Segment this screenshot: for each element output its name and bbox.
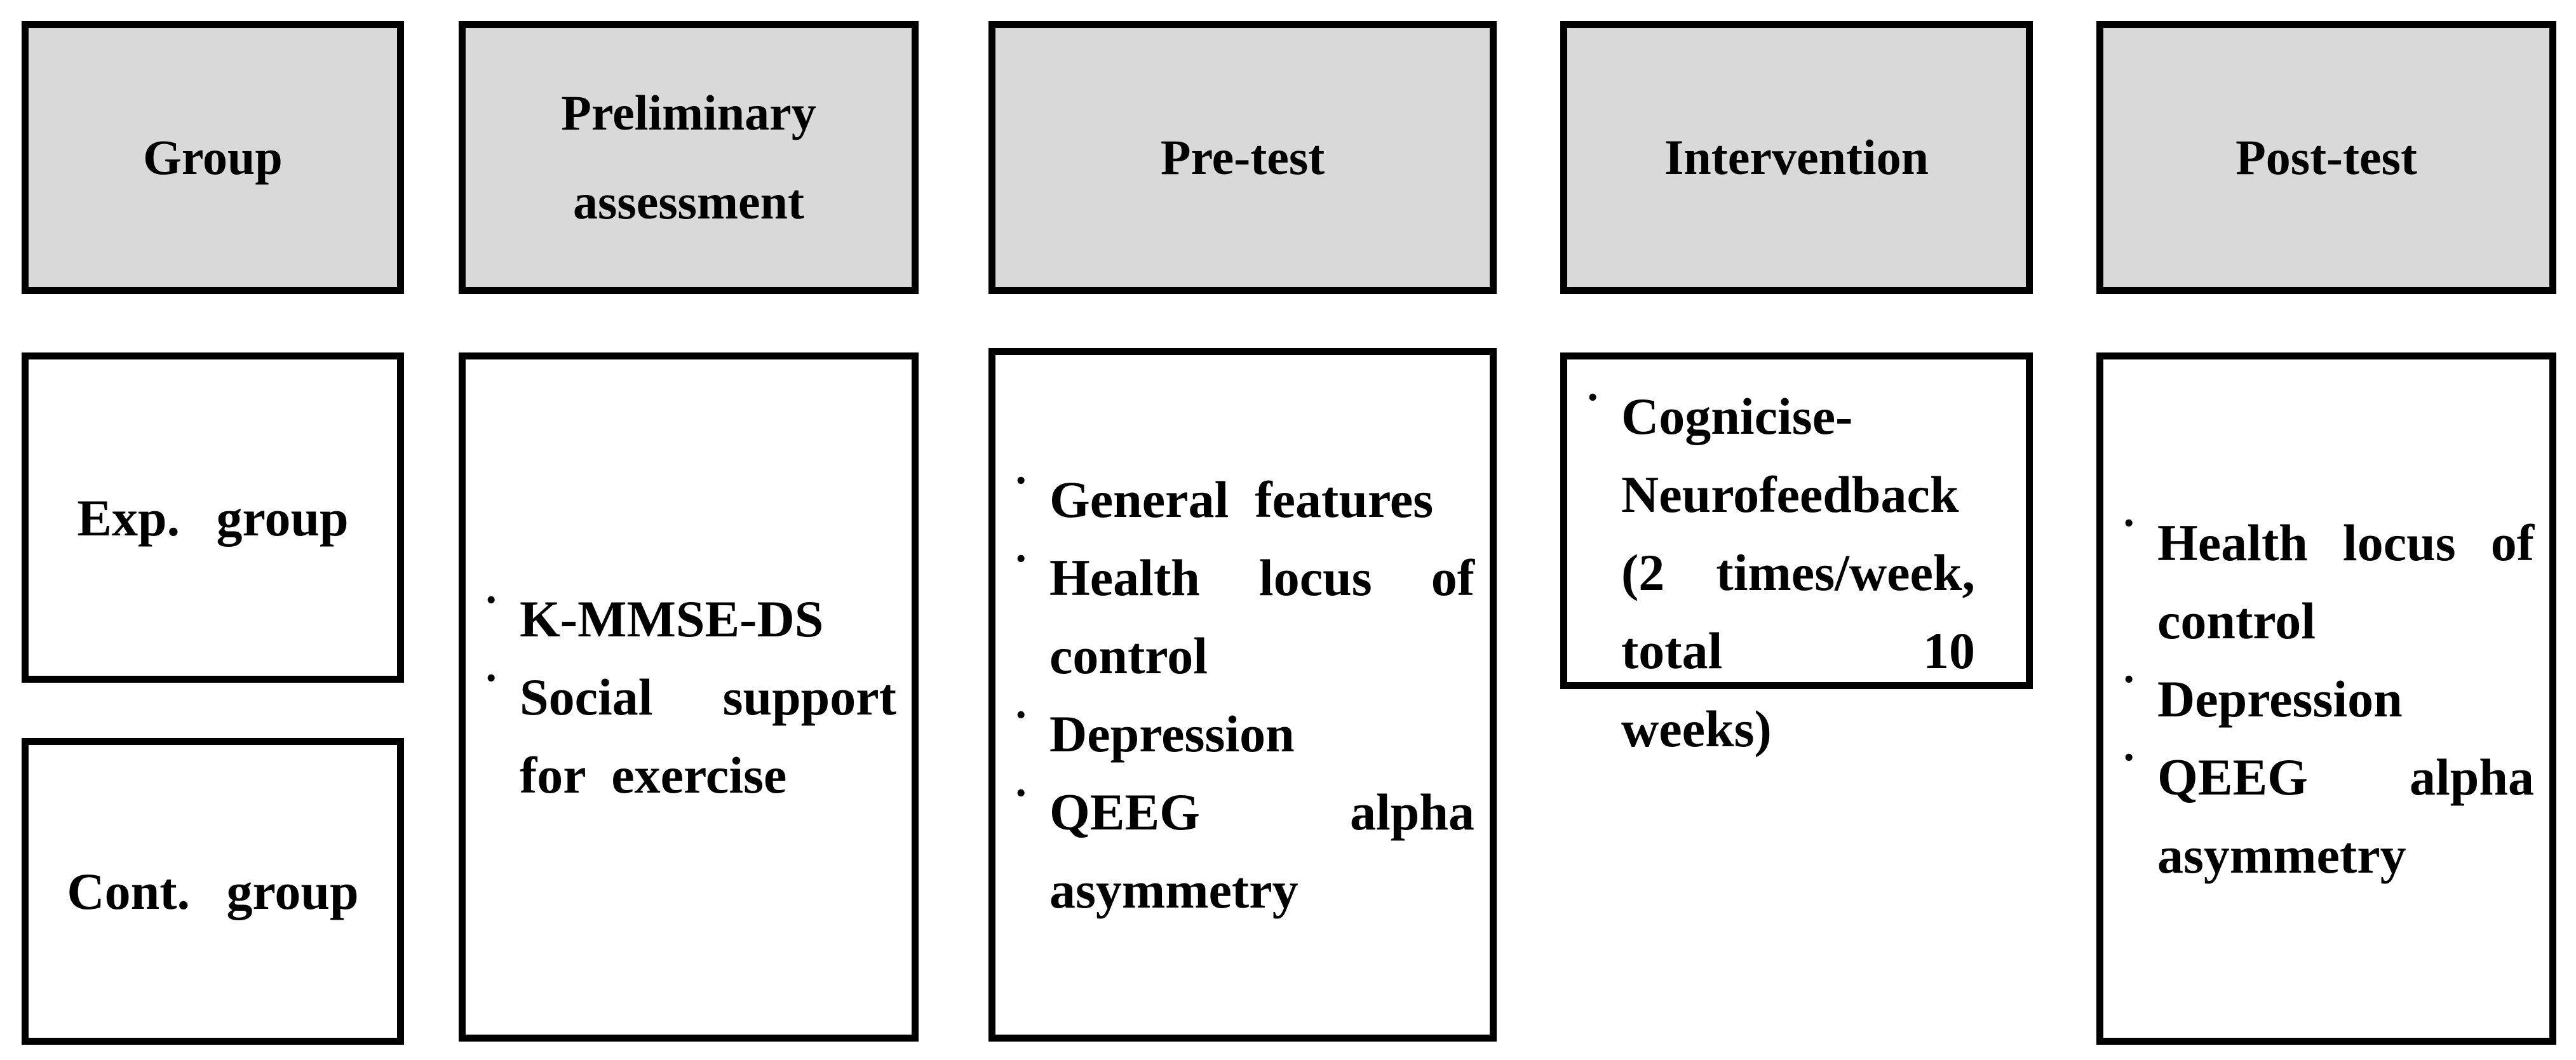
post-test-box: • Health locus of control • Depression •… [2096,352,2556,1045]
exp-group-box: Exp. group [22,352,404,683]
cont-group-label: Cont. group [67,862,359,920]
bullet-item: • Health locus of control [1016,539,1474,695]
bullet-icon: • [2124,664,2134,694]
bullet-item: • QEEG alpha asymmetry [2124,738,2534,894]
bullet-icon: • [2124,742,2134,772]
bullet-icon: • [487,662,496,692]
bullet-item: • Depression [1016,695,1474,773]
bullet-item-text: Health locus of control [2157,513,2534,650]
bullet-item: • K-MMSE-DS [487,580,896,658]
intervention-box: • Cognicise-Neurofeedback (2 times/week,… [1560,352,2033,758]
preliminary-assessment-box: • K-MMSE-DS • Social support for exercis… [459,352,919,1042]
bullet-item-text: K-MMSE-DS [520,590,824,648]
bullet-icon: • [2124,508,2134,538]
pre-test-box: • General features • Health locus of con… [988,348,1497,1042]
bullet-icon: • [1016,777,1026,807]
header-pre-test-label: Pre-test [1160,129,1325,185]
bullet-item: • General features [1016,460,1474,539]
header-pre-test: Pre-test [988,21,1497,294]
header-preliminary-assessment-label: Preliminary assessment [561,84,816,229]
bullet-item: • Cognicise-Neurofeedback (2 times/week,… [1588,377,1975,768]
cont-group-box: Cont. group [22,738,404,1045]
header-group: Group [22,21,404,294]
bullet-item: • Social support for exercise [487,658,896,814]
exp-group-label: Exp. group [77,488,349,547]
post-test-list: • Health locus of control • Depression •… [2103,504,2549,894]
pre-test-list: • General features • Health locus of con… [995,460,1490,929]
bullet-icon: • [1588,382,1598,412]
header-intervention-label: Intervention [1664,129,1929,185]
bullet-item: • QEEG alpha asymmetry [1016,773,1474,929]
bullet-item-text: QEEG alpha asymmetry [1049,783,1474,919]
bullet-item-text: Depression [2157,669,2403,728]
header-intervention: Intervention [1560,21,2033,294]
header-post-test: Post-test [2096,21,2556,294]
header-group-label: Group [143,129,283,185]
bullet-icon: • [1016,699,1026,729]
preliminary-assessment-list: • K-MMSE-DS • Social support for exercis… [466,580,912,814]
bullet-item-text: Social support for exercise [520,668,896,804]
header-preliminary-assessment: Preliminary assessment [459,21,919,294]
bullet-icon: • [1016,465,1026,495]
intervention-list: • Cognicise-Neurofeedback (2 times/week,… [1567,377,2026,768]
bullet-item-text: Depression [1049,705,1295,763]
bullet-icon: • [487,584,496,614]
bullet-item-text: QEEG alpha asymmetry [2157,748,2534,884]
header-post-test-label: Post-test [2235,129,2417,185]
bullet-item-text: Cognicise-Neurofeedback (2 times/week, t… [1621,387,1975,758]
bullet-item: • Health locus of control [2124,504,2534,660]
bullet-icon: • [1016,543,1026,573]
bullet-item: • Depression [2124,660,2534,738]
bullet-item-text: General features [1049,471,1434,528]
bullet-item-text: Health locus of control [1049,549,1474,685]
